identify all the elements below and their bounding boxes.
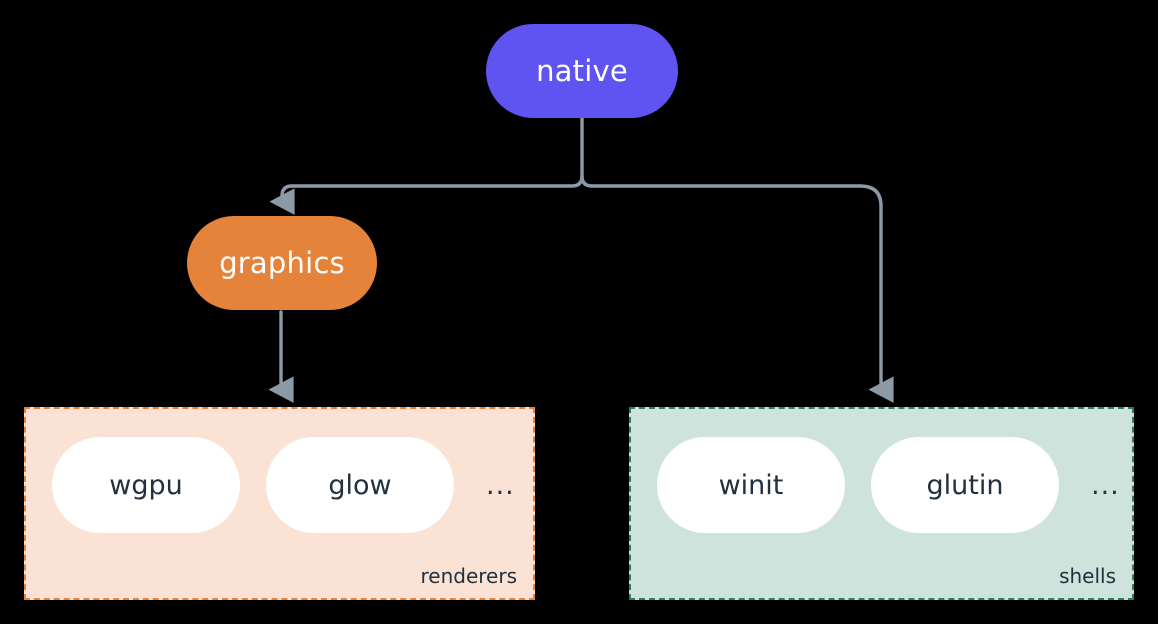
chip-winit-label: winit xyxy=(718,469,784,501)
node-native-label: native xyxy=(536,53,628,88)
shells-more-indicator: ... xyxy=(1091,469,1120,501)
group-renderers-items: wgpu glow ... xyxy=(52,437,521,533)
chip-glow-label: glow xyxy=(328,469,392,501)
edge-native-bus xyxy=(294,116,862,188)
chip-glutin-label: glutin xyxy=(926,469,1004,501)
node-graphics-label: graphics xyxy=(219,245,345,280)
chip-wgpu[interactable]: wgpu xyxy=(52,437,240,533)
renderers-more-indicator: ... xyxy=(486,469,515,501)
chip-glow[interactable]: glow xyxy=(266,437,454,533)
node-native[interactable]: native xyxy=(486,24,678,118)
chip-winit[interactable]: winit xyxy=(657,437,845,533)
node-graphics[interactable]: graphics xyxy=(187,216,377,310)
group-shells-items: winit glutin ... xyxy=(657,437,1126,533)
chip-glutin[interactable]: glutin xyxy=(871,437,1059,533)
group-shells[interactable]: winit glutin ... shells xyxy=(629,407,1134,600)
group-shells-caption: shells xyxy=(1059,564,1116,588)
group-renderers[interactable]: wgpu glow ... renderers xyxy=(24,407,535,600)
group-renderers-caption: renderers xyxy=(420,564,518,588)
chip-wgpu-label: wgpu xyxy=(109,469,183,501)
edge-native-to-graphics xyxy=(269,184,298,215)
edge-native-to-shells xyxy=(858,184,894,403)
